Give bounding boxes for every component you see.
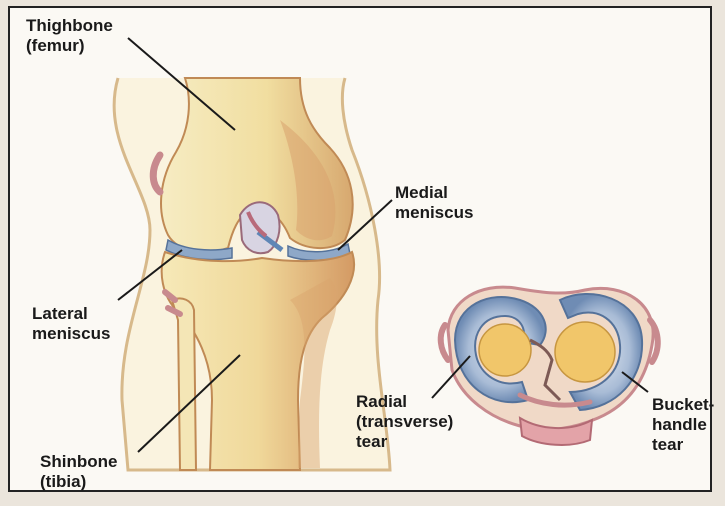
label-radial-tear: Radial (transverse) tear	[356, 392, 453, 452]
meniscus-top-view	[441, 287, 658, 445]
label-lateral-meniscus: Lateral meniscus	[32, 304, 110, 344]
label-shinbone: Shinbone (tibia)	[40, 452, 117, 492]
label-bucket-handle-tear: Bucket- handle tear	[652, 395, 714, 455]
knee-joint	[114, 78, 390, 470]
lateral-articular-surface	[479, 324, 531, 376]
label-medial-meniscus: Medial meniscus	[395, 183, 473, 223]
medial-articular-surface	[555, 322, 615, 382]
label-thighbone: Thighbone (femur)	[26, 16, 113, 56]
